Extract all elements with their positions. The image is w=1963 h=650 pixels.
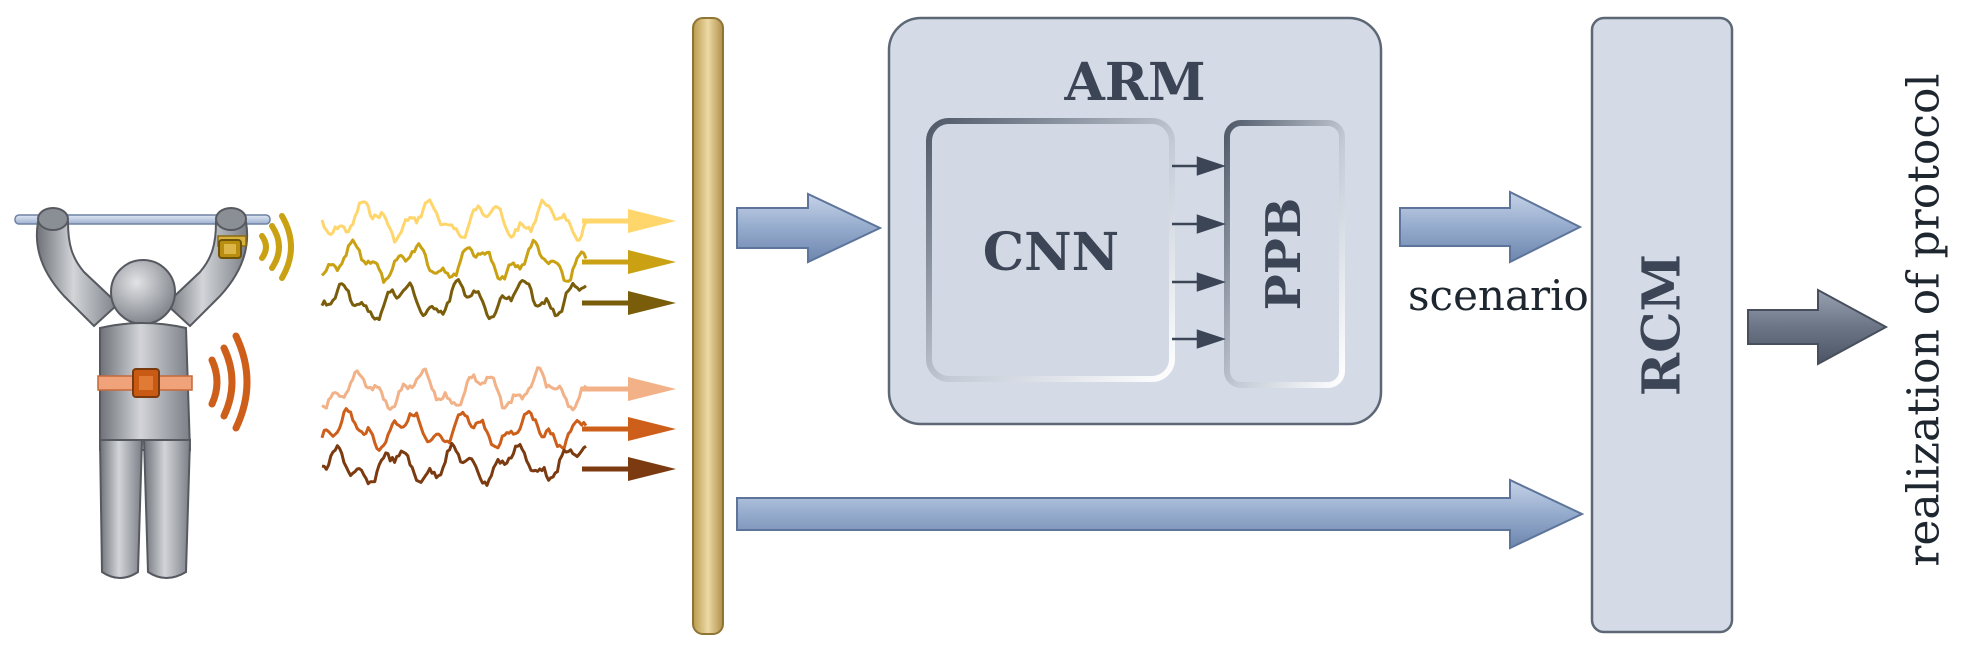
data-collector-bar — [692, 17, 724, 635]
arrow-scenario — [1399, 190, 1583, 264]
arrow-signal-3 — [582, 291, 676, 315]
signal-wave-2 — [320, 238, 588, 284]
signal-wave-5 — [320, 407, 588, 452]
right-hand — [215, 207, 247, 231]
arrow-output — [1747, 288, 1889, 366]
output-label: realization of protocol — [1899, 73, 1950, 566]
left-arm — [35, 221, 120, 328]
person-figure — [14, 207, 294, 579]
left-leg — [98, 439, 144, 579]
arrow-signal-6 — [582, 457, 676, 481]
head — [110, 259, 176, 325]
signal-wave-1 — [320, 198, 588, 244]
scenario-label: scenario — [1408, 271, 1589, 320]
arrow-to-rcm — [736, 478, 1585, 550]
rcm-label: RCM — [1632, 254, 1693, 396]
arm-label: ARM — [1063, 52, 1205, 113]
ppb-box — [1224, 120, 1345, 388]
pull-up-bar — [14, 214, 271, 225]
wrist-wireless-icon — [259, 213, 294, 281]
signal-wave-3 — [320, 278, 587, 322]
arrow-signal-2 — [582, 250, 676, 274]
signal-arrows — [582, 209, 676, 481]
arrow-signal-4 — [582, 377, 676, 401]
sensor-signals — [320, 198, 588, 487]
cnn-label: CNN — [983, 222, 1119, 283]
ppb-label: PPB — [1256, 198, 1312, 311]
right-leg — [142, 439, 192, 579]
arrow-signal-1 — [582, 209, 676, 233]
belt-wireless-icon — [208, 332, 251, 432]
cnn-to-ppb-arrows — [1172, 156, 1226, 349]
arrow-to-arm — [736, 192, 883, 264]
signal-wave-4 — [321, 366, 588, 412]
wrist-sensor-icon — [218, 239, 242, 259]
left-hand — [37, 207, 69, 231]
cnn-box — [926, 118, 1175, 382]
rcm-box — [1590, 16, 1734, 634]
arrow-signal-5 — [582, 417, 676, 441]
signal-wave-6 — [321, 441, 587, 487]
belt-sensor-icon — [132, 368, 160, 398]
rcm-module: RCM — [1590, 16, 1734, 634]
arm-module: ARM CNN PPB — [887, 16, 1383, 426]
